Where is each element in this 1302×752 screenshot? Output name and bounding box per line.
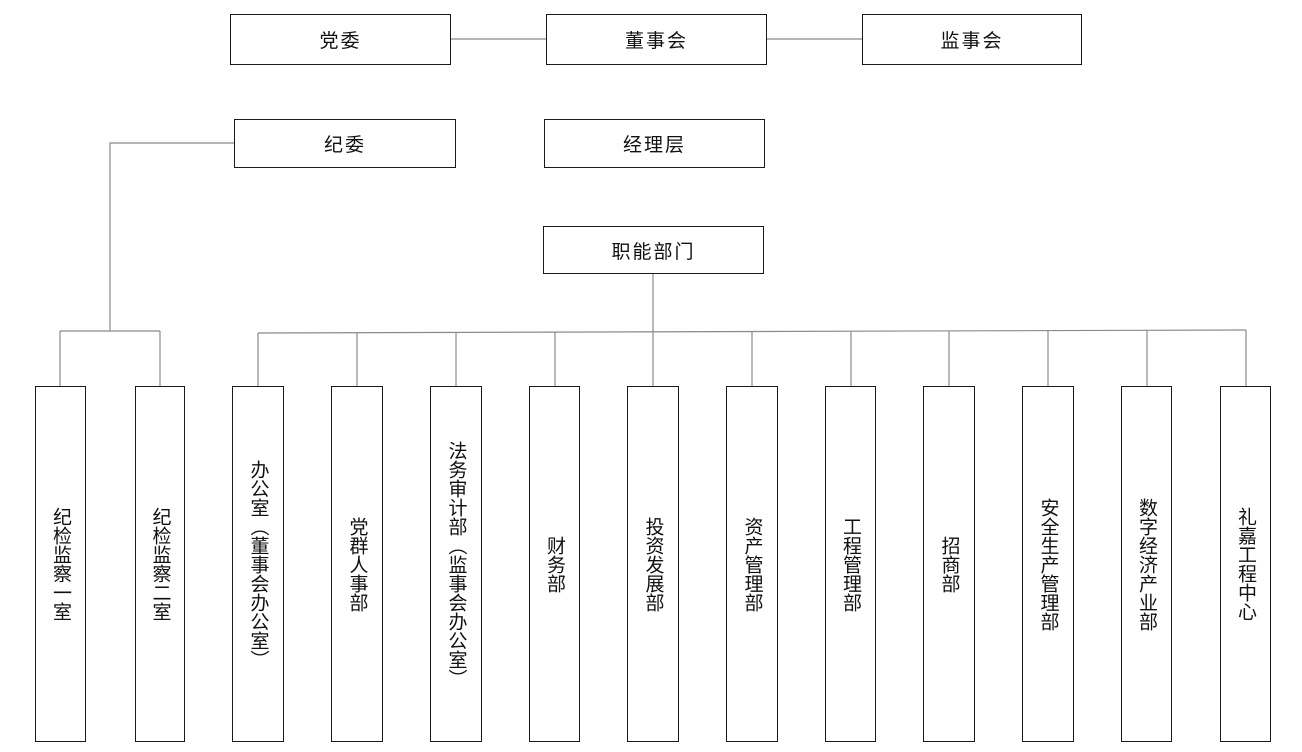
discipline-office-label: 纪检监察二室 [149, 507, 172, 621]
department-label: 数字经济产业部 [1136, 497, 1158, 631]
department-label: 办公室（董事会办公室） [247, 459, 270, 669]
department-label: 礼嘉工程中心 [1235, 507, 1257, 621]
functional-departments-label: 职能部门 [611, 240, 696, 263]
board-of-supervisors-box: 监事会 [862, 14, 1082, 65]
management-label: 经理层 [622, 134, 686, 156]
department-box: 资产管理部 [726, 386, 778, 742]
department-box: 党群人事部 [331, 386, 383, 742]
department-box: 安全生产管理部 [1022, 386, 1074, 742]
department-box: 工程管理部 [825, 386, 876, 742]
discipline-office-box: 纪检监察一室 [35, 386, 86, 742]
department-label: 工程管理部 [840, 516, 862, 612]
party-committee-box: 党委 [230, 14, 451, 65]
department-label: 安全生产管理部 [1037, 497, 1060, 631]
board-of-directors-label: 董事会 [624, 30, 688, 52]
discipline-office-box: 纪检监察二室 [135, 386, 185, 742]
party-committee-label: 党委 [319, 30, 362, 52]
department-label: 资产管理部 [741, 516, 764, 612]
department-box: 数字经济产业部 [1121, 386, 1172, 742]
department-box: 财务部 [529, 386, 580, 742]
department-label: 党群人事部 [346, 516, 369, 612]
functional-departments-box: 职能部门 [543, 226, 764, 274]
department-box: 招商部 [923, 386, 975, 742]
discipline-office-label: 纪检监察一室 [50, 507, 72, 621]
management-box: 经理层 [544, 119, 765, 168]
board-of-directors-box: 董事会 [546, 14, 767, 65]
department-box: 礼嘉工程中心 [1220, 386, 1271, 742]
discipline-committee-box: 纪委 [234, 119, 456, 168]
discipline-committee-label: 纪委 [323, 134, 366, 156]
department-label: 法务审计部（监事会办公室） [445, 440, 468, 688]
line-discipline-committee [109, 142, 234, 331]
department-box: 办公室（董事会办公室） [232, 386, 284, 742]
department-label: 投资发展部 [642, 516, 665, 612]
department-box: 法务审计部（监事会办公室） [430, 386, 482, 742]
department-label: 财务部 [544, 535, 566, 593]
department-label: 招商部 [938, 535, 961, 593]
department-box: 投资发展部 [627, 386, 679, 742]
board-of-supervisors-label: 监事会 [940, 30, 1004, 52]
